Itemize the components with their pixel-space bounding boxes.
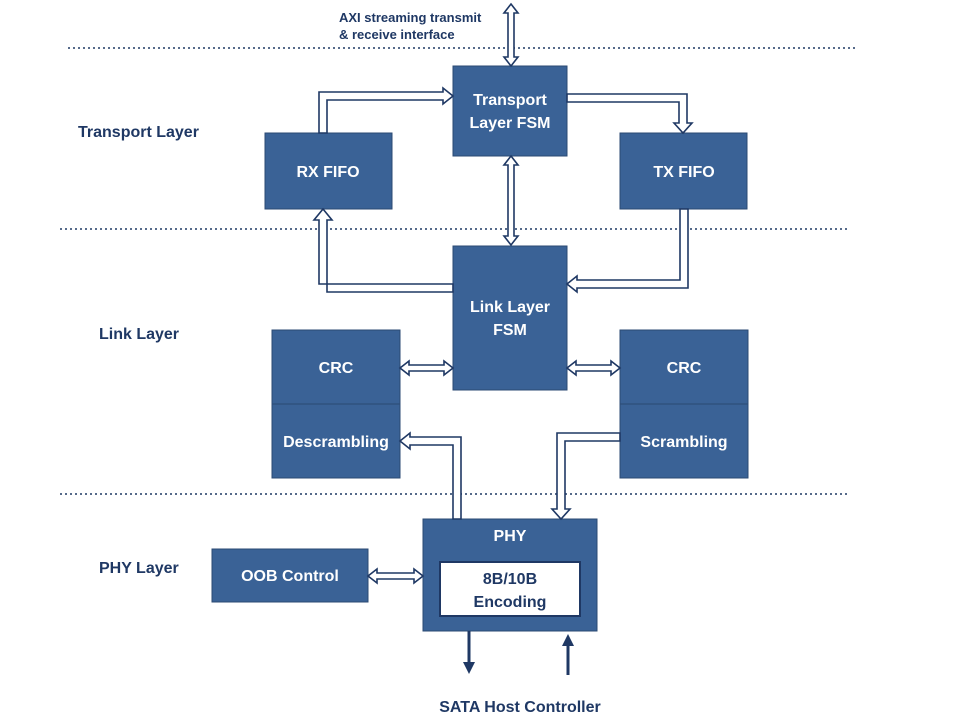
crc-left-block: [271, 329, 401, 405]
layer-label-transport: Transport Layer: [78, 124, 199, 141]
transport-to-tx-arrow: [566, 93, 694, 135]
scrambling-block: [619, 403, 749, 479]
crc-left-link-arrow: [398, 359, 455, 377]
link-crc-right-arrow: [565, 359, 622, 377]
descrambling-label: Descrambling: [283, 434, 389, 451]
scrambling-to-phy-arrow: [550, 432, 621, 521]
oob-control-block: [211, 548, 369, 603]
crc-left-label: CRC: [319, 360, 354, 377]
interface-note-line2: & receive interface: [339, 27, 455, 42]
rx-line-in-head: [562, 634, 574, 646]
link-layer-fsm-block: [452, 245, 568, 391]
axi-interface-arrow: [502, 2, 520, 68]
layer-separators: [60, 47, 855, 495]
data-path-arrows: [312, 2, 694, 585]
rx-to-transport-arrow: [318, 86, 455, 134]
interface-note-line1: AXI streaming transmit: [339, 10, 482, 25]
encoding-inner-block: [439, 561, 581, 617]
link-fsm-label-line2: FSM: [493, 322, 527, 339]
link-fsm-label-line1: Link Layer: [470, 299, 550, 316]
rx-fifo-block: [264, 132, 393, 210]
phy-to-descrambling-arrow: [398, 431, 462, 520]
tx-fifo-label: TX FIFO: [653, 164, 714, 181]
transport-fsm-label-line2: Layer FSM: [470, 115, 551, 132]
crc-right-block: [619, 329, 749, 405]
transport-layer-fsm-block: [452, 65, 568, 157]
tx-to-link-arrow: [565, 208, 689, 294]
descrambling-block: [271, 403, 401, 479]
scrambling-label: Scrambling: [640, 434, 727, 451]
layer-label-phy: PHY Layer: [99, 560, 179, 577]
encoding-label-line1: 8B/10B: [483, 571, 537, 588]
phy-label: PHY: [494, 528, 527, 545]
crc-right-label: CRC: [667, 360, 702, 377]
tx-line-out-head: [463, 662, 475, 674]
transport-link-arrow: [502, 154, 520, 247]
oob-phy-arrow: [366, 567, 425, 585]
layer-label-link: Link Layer: [99, 326, 179, 343]
blocks: [211, 65, 749, 632]
footer-title: SATA Host Controller: [439, 699, 600, 716]
link-to-rx-arrow: [312, 207, 454, 293]
rx-fifo-label: RX FIFO: [296, 164, 359, 181]
labels: AXI streaming transmit & receive interfa…: [78, 10, 728, 716]
encoding-label-line2: Encoding: [474, 594, 547, 611]
transport-fsm-label-line1: Transport: [473, 92, 547, 109]
oob-control-label: OOB Control: [241, 568, 339, 585]
serial-line-arrows: [463, 631, 574, 675]
